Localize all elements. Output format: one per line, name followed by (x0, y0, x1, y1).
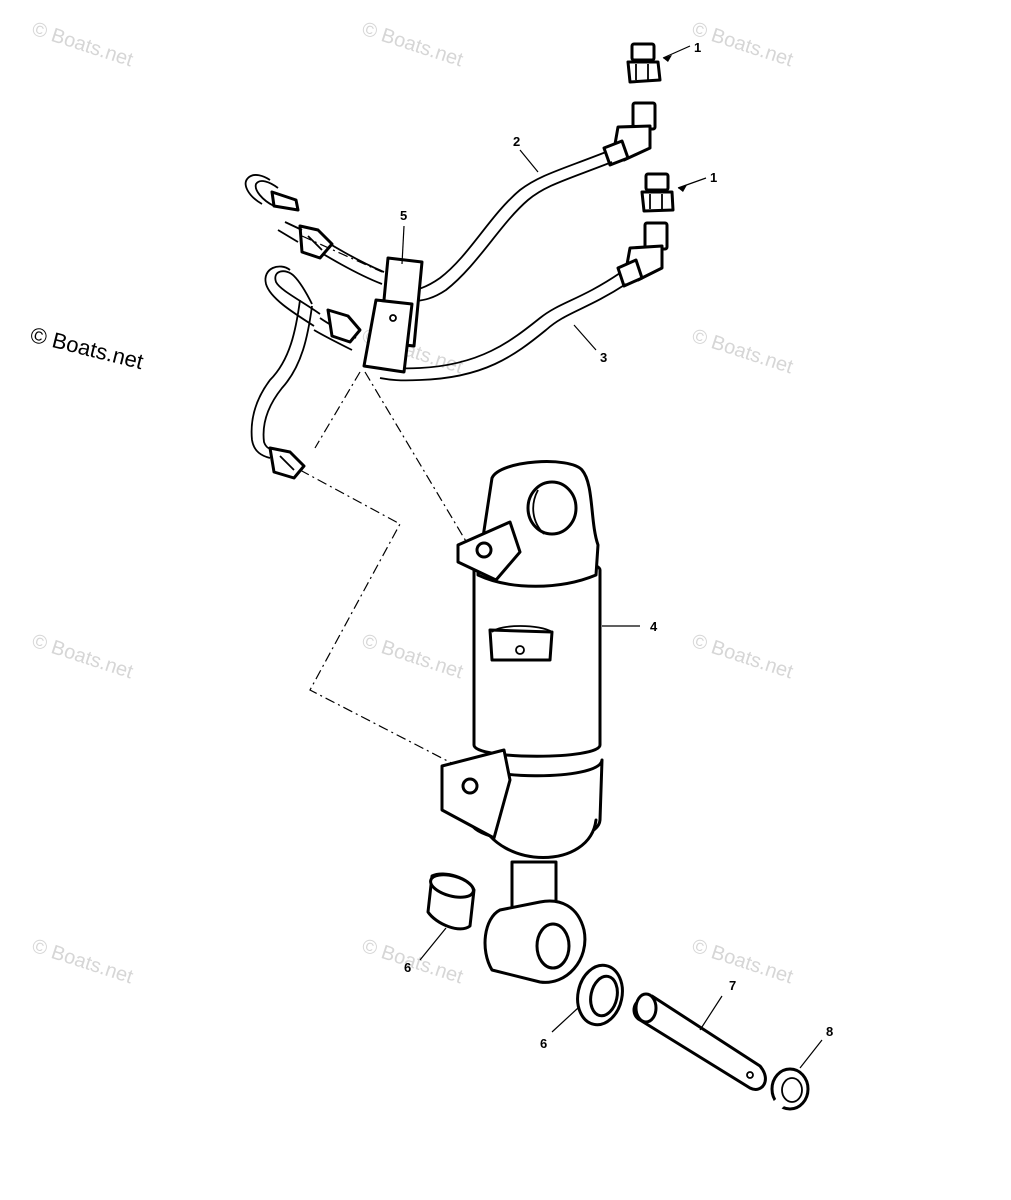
callout-1-top: 1 (694, 40, 701, 55)
callout-6-right: 6 (540, 1036, 547, 1051)
callout-1-lower: 1 (710, 170, 717, 185)
part-2-upper-tube[interactable] (244, 101, 657, 303)
part-8-retaining-ring[interactable] (770, 1067, 810, 1111)
callout-8: 8 (826, 1024, 833, 1039)
callout-6-left: 6 (404, 960, 411, 975)
callout-2: 2 (513, 134, 520, 149)
callout-7: 7 (729, 978, 736, 993)
part-1-plug-top[interactable] (626, 42, 662, 84)
callout-5: 5 (400, 208, 407, 223)
part-3-lower-tube[interactable] (250, 221, 669, 480)
assembly-phantom-lines (299, 235, 471, 771)
part-6-bushing-left[interactable] (426, 871, 476, 931)
callout-3: 3 (600, 350, 607, 365)
callout-4: 4 (650, 619, 658, 634)
part-5-clamp[interactable] (362, 256, 424, 374)
part-7-pin[interactable] (632, 992, 767, 1091)
leader-lines (401, 45, 823, 1069)
part-4-trim-cylinder[interactable] (440, 460, 604, 984)
callout-labels: 1 2 1 5 3 4 7 6 6 8 (400, 40, 833, 1051)
part-6-bushing-right[interactable] (572, 961, 628, 1029)
part-1-plug-lower[interactable] (640, 172, 675, 213)
